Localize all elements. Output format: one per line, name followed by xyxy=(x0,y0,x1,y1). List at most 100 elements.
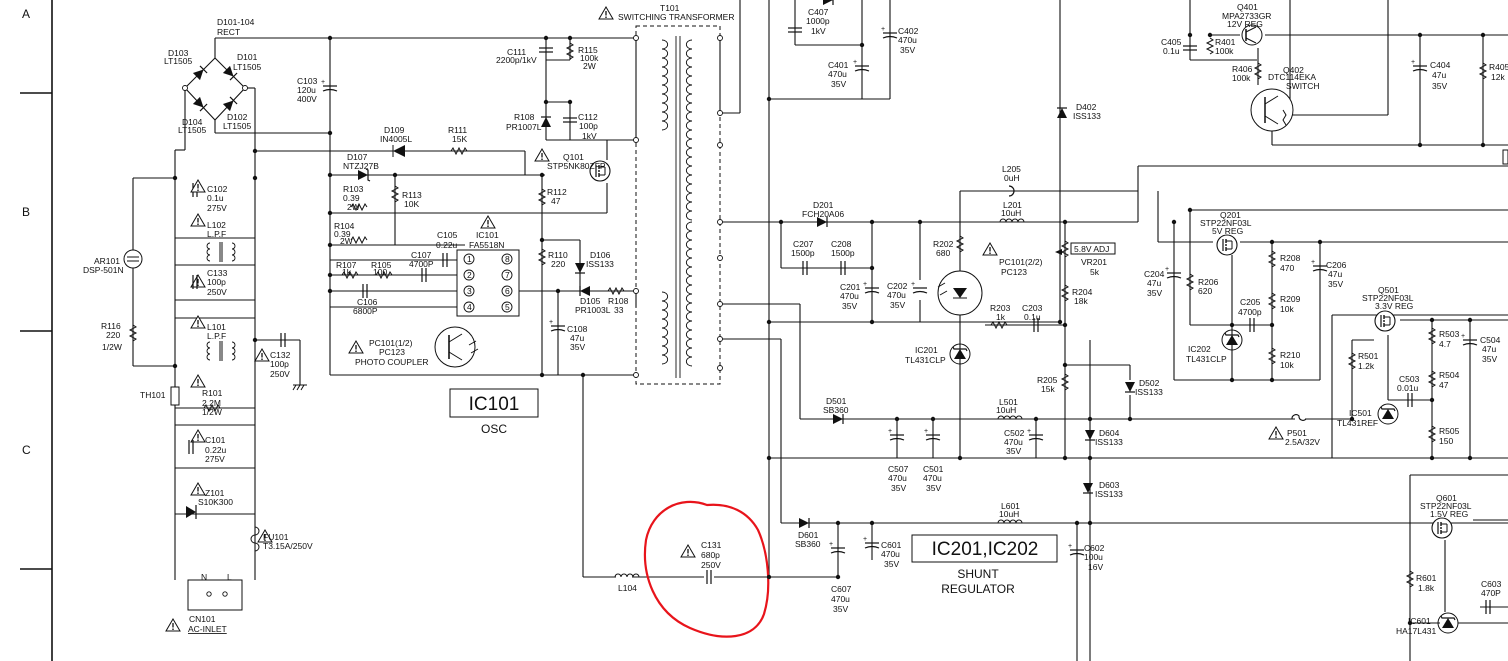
warning-icon xyxy=(480,215,496,229)
c131-ref: C131 xyxy=(701,540,722,550)
c108-rating: 35V xyxy=(570,342,585,352)
c407-value: 1000p xyxy=(806,16,830,26)
d103-value: LT1505 xyxy=(164,56,192,66)
d109-value: IN4005L xyxy=(380,134,412,144)
q101-value: STP5NK80ZFP xyxy=(547,161,606,171)
c602-value: 100u xyxy=(1084,552,1103,562)
c507-value: 470u xyxy=(888,473,907,483)
r104-rating: 2W xyxy=(340,236,353,246)
r104-ref: R104 xyxy=(334,221,355,231)
r209-ref: R209 xyxy=(1280,294,1301,304)
r110-value: 220 xyxy=(551,259,565,269)
c201-rating: 35V xyxy=(842,301,857,311)
c504-rating: 35V xyxy=(1482,354,1497,364)
c202-ref: C202 xyxy=(887,281,908,291)
c107-ref: C107 xyxy=(411,250,432,260)
q501-rating: 3.3V REG xyxy=(1375,301,1413,311)
l205-value: 0uH xyxy=(1004,173,1020,183)
c401-rating: 35V xyxy=(831,79,846,89)
oscillator-section: D109 IN4005L R111 15K D107 NTZJ27B R103 … xyxy=(334,42,629,436)
bridge-desc: RECT xyxy=(217,27,240,37)
ic501-ref: IC501 xyxy=(1349,408,1372,418)
r115-ref: R115 xyxy=(578,45,598,55)
r505-ref: R505 xyxy=(1439,426,1460,436)
r501-value: 1.2k xyxy=(1358,361,1375,371)
ic101-pin1: 1 xyxy=(467,254,472,264)
q401-rating: 12V REG xyxy=(1227,19,1263,29)
d501-ref: D501 xyxy=(826,396,847,406)
r113-ref: R113 xyxy=(402,190,422,200)
q402-rating: SWITCH xyxy=(1286,81,1320,91)
d107-ref: D107 xyxy=(347,152,368,162)
ic501-value: TL431REF xyxy=(1337,418,1378,428)
c201-ref: C201 xyxy=(840,282,861,292)
c602-ref: C602 xyxy=(1084,543,1105,553)
r111-value: 15K xyxy=(452,134,467,144)
d107-value: NTZJ27B xyxy=(343,161,379,171)
r405-ref: R405 xyxy=(1489,62,1508,72)
c105-ref: C105 xyxy=(437,230,458,240)
q201-ref: Q201 xyxy=(1220,210,1241,220)
c501-value: 470u xyxy=(923,473,942,483)
c101-value: 0.22u xyxy=(205,445,227,455)
r504-ref: R504 xyxy=(1439,370,1460,380)
c106-value: 6800P xyxy=(353,306,378,316)
c131-rating: 250V xyxy=(701,560,721,570)
c607-ref: C607 xyxy=(831,584,852,594)
fu101-value: T3.15A/250V xyxy=(263,541,313,551)
r206-value: 620 xyxy=(1198,286,1212,296)
r103-rating: 2W xyxy=(347,202,360,212)
cn101-value: AC-INLET xyxy=(188,624,227,634)
r503-value: 4.7 xyxy=(1439,339,1451,349)
c502-rating: 35V xyxy=(1006,446,1021,456)
l104-ref: L104 xyxy=(618,583,637,593)
c405-value: 0.1u xyxy=(1163,46,1180,56)
c601-rating: 35V xyxy=(884,559,899,569)
d402-ref: D402 xyxy=(1076,102,1097,112)
c101-rating: 275V xyxy=(205,454,225,464)
r107-value: 1k xyxy=(342,267,352,277)
c202-value: 470u xyxy=(887,290,906,300)
r108b-value: 33 xyxy=(614,305,624,315)
bridge-ref: D101-104 xyxy=(217,17,255,27)
d106-ref: D106 xyxy=(590,250,611,260)
ic101-pin5: 5 xyxy=(505,302,510,312)
q401-ref: Q401 xyxy=(1237,2,1258,12)
shunt-block-subtitle-1: SHUNT xyxy=(957,567,999,581)
d502-ref: D502 xyxy=(1139,378,1160,388)
c131-value: 680p xyxy=(701,550,720,560)
grid-row-c: C xyxy=(22,443,31,457)
ic101-block-subtitle: OSC xyxy=(481,422,507,436)
c105-value: 0.22u xyxy=(436,240,458,250)
l101-ref: L101 xyxy=(207,322,226,332)
r202-ref: R202 xyxy=(933,239,954,249)
c503-ref: C503 xyxy=(1399,374,1420,384)
c204-value: 47u xyxy=(1147,278,1161,288)
c132-value: 100p xyxy=(270,359,289,369)
l501-ref: L501 xyxy=(999,397,1018,407)
c402-rating: 35V xyxy=(900,45,915,55)
c401-ref: C401 xyxy=(828,60,849,70)
c407-ref: C407 xyxy=(808,7,829,17)
r111-ref: R111 xyxy=(448,125,467,135)
c103-value: 120u xyxy=(297,85,316,95)
l201-value: 10uH xyxy=(1001,208,1021,218)
pc101b-value: PC123 xyxy=(1001,267,1027,277)
r205-value: 15k xyxy=(1041,384,1055,394)
c103-rating: 400V xyxy=(297,94,317,104)
c404-value: 47u xyxy=(1432,70,1446,80)
d603-value: ISS133 xyxy=(1095,489,1123,499)
c131-l104: L104 C131 680p 250V xyxy=(614,500,770,638)
c203-ref: C203 xyxy=(1022,303,1043,313)
secondary-section: C407 1000p 1kV C402 470u 35V C401 470u 3… xyxy=(787,0,1508,132)
main-output-section: D201 FCH20A06 C207 1500p C208 1500p C201… xyxy=(791,164,1163,614)
r115-rating: 2W xyxy=(583,61,596,71)
r401-value: 100k xyxy=(1215,46,1234,56)
c204-ref: C204 xyxy=(1144,269,1165,279)
d501-value: SB360 xyxy=(823,405,849,415)
d106-value: ISS133 xyxy=(586,259,614,269)
ic101-value: FA5518N xyxy=(469,240,504,250)
r210-value: 10k xyxy=(1280,360,1294,370)
input-filter: C103 120u 400V C102 0.1u 275V L102 L.P.F… xyxy=(83,76,338,634)
